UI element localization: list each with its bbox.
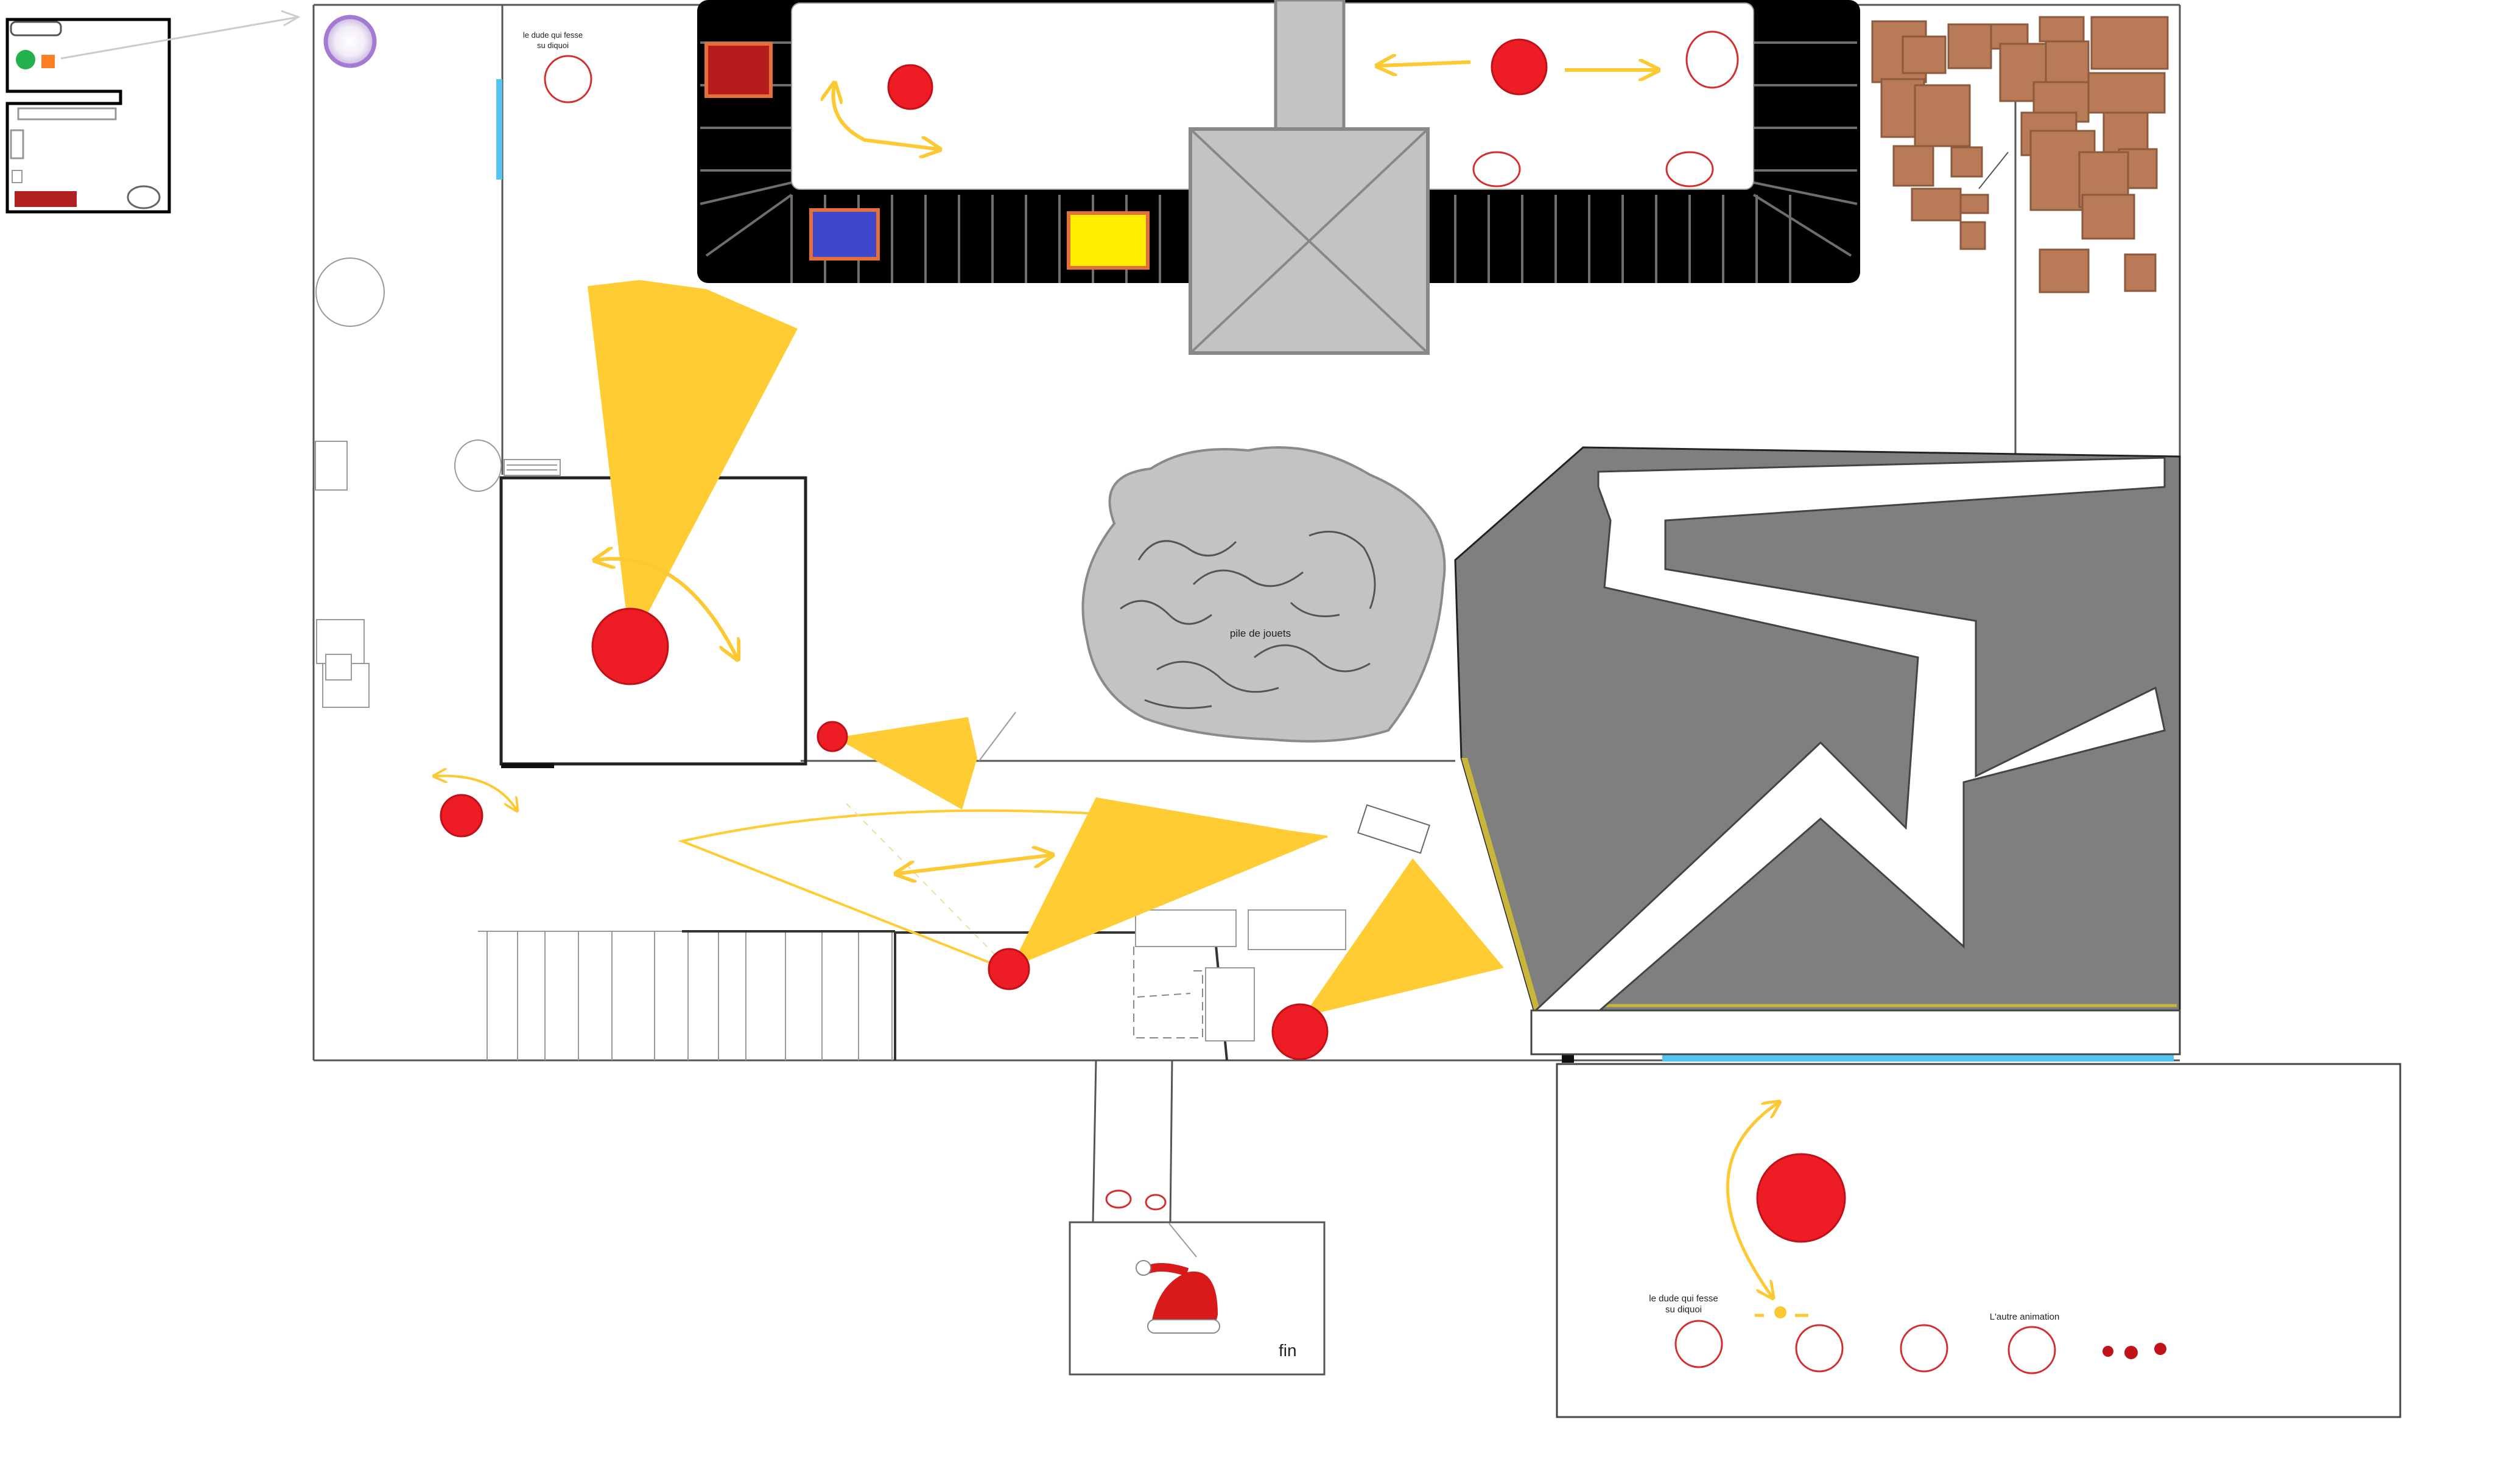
animation-panel <box>1556 1063 2401 1418</box>
spawn-marker <box>2007 1326 2056 1374</box>
spawn-marker <box>1685 30 1739 89</box>
gift-yellow <box>1067 211 1150 270</box>
toy-pile-label: pile de jouets <box>1230 628 1291 639</box>
vision-cone <box>1303 858 1504 1017</box>
enemy <box>1271 1003 1329 1060</box>
vision-cone <box>835 717 977 810</box>
enemy <box>817 721 848 752</box>
portal-icon <box>323 15 377 68</box>
spawn-marker <box>1145 1194 1167 1211</box>
spawn-marker <box>544 55 592 103</box>
gift-red <box>704 42 773 98</box>
patrol-range <box>678 809 1328 972</box>
fin-label: fin <box>1279 1341 1297 1360</box>
dude-label-top-line1: le dude qui fesse <box>523 30 583 40</box>
toy-pile: pile de jouets <box>1081 446 1446 743</box>
pit-area <box>1454 446 2181 1055</box>
box-stack <box>1871 16 2169 293</box>
enemy <box>988 948 1030 990</box>
enemy <box>591 607 669 685</box>
table <box>1248 909 1346 950</box>
cabinet <box>315 441 348 491</box>
red-blobs <box>2102 1343 2166 1359</box>
dude-label-top-line2: su diquoi <box>537 41 569 50</box>
spawn-marker <box>1665 151 1714 187</box>
santa-hat-icon <box>1136 1260 1220 1334</box>
spawn-marker <box>1105 1189 1132 1209</box>
water-strip <box>1662 1054 2174 1062</box>
bridge <box>1530 1009 2181 1055</box>
table <box>1135 909 1237 947</box>
zigzag-path <box>1532 457 2166 1013</box>
chimney <box>1189 0 1430 355</box>
vision-cone <box>1011 797 1327 968</box>
gift-blue <box>809 208 880 261</box>
spawn-marker <box>1674 1320 1723 1368</box>
spawn-marker <box>1900 1324 1948 1373</box>
enemy <box>1756 1153 1846 1243</box>
door-blue <box>496 79 502 180</box>
dude-label-bottom-line2: su diquoi <box>1665 1304 1702 1315</box>
minimap <box>5 10 301 214</box>
stairs <box>478 931 895 1060</box>
enemy <box>440 794 483 838</box>
spawn-marker <box>1795 1324 1844 1373</box>
enemy <box>887 64 933 110</box>
crate <box>1357 804 1431 854</box>
other-animation-label: L'autre animation <box>1990 1312 2060 1322</box>
enemy <box>1491 38 1548 96</box>
stool <box>454 439 502 492</box>
spawn-marker <box>1472 151 1521 187</box>
dude-label-bottom-line1: le dude qui fesse <box>1649 1293 1718 1304</box>
bench <box>504 459 561 476</box>
round-table <box>315 257 385 327</box>
dashed-area <box>1133 947 1203 1038</box>
